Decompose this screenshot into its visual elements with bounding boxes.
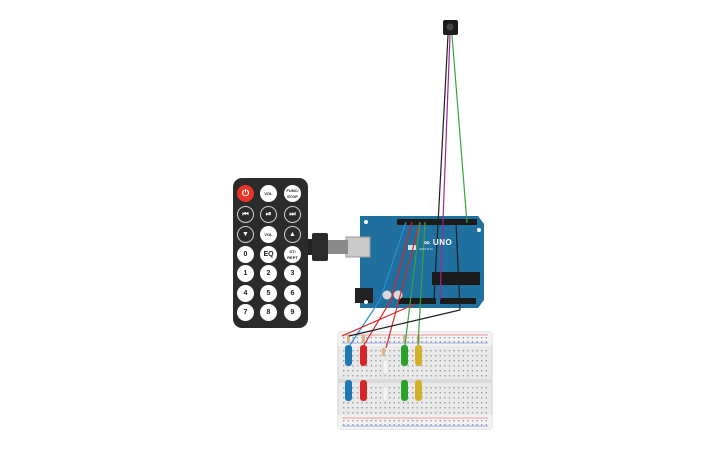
led-white-top xyxy=(382,359,389,375)
usb-cable xyxy=(306,233,348,261)
led-group[interactable] xyxy=(345,345,422,402)
remote-button-vol-down[interactable]: VOL xyxy=(260,226,277,243)
wire-green-led-2 xyxy=(417,221,426,346)
led-blue-top xyxy=(345,345,352,366)
led-blue-bottom xyxy=(345,380,352,401)
arduino-uno-board[interactable] xyxy=(345,216,484,308)
wires[interactable] xyxy=(341,34,468,349)
power-header xyxy=(398,298,436,304)
remote-button-st-rept[interactable]: ST/ REPT xyxy=(284,246,301,263)
wire-red-5v xyxy=(341,303,416,337)
arduino-brand: ARDUINO xyxy=(419,247,433,251)
arduino-logo: ∞ UNO xyxy=(424,238,453,247)
remote-button-power[interactable]: ⏻ xyxy=(237,185,254,202)
led-red-bottom xyxy=(360,380,367,401)
remote-button-two[interactable]: 2 xyxy=(260,265,277,282)
led-yellow-top xyxy=(415,345,422,366)
remote-button-zero[interactable]: 0 xyxy=(237,246,254,263)
remote-button-vol-up[interactable]: VOL xyxy=(260,185,277,202)
wire-red-led-2 xyxy=(385,221,421,349)
wire-blue-led xyxy=(349,221,407,346)
remote-button-next[interactable]: ⏭ xyxy=(284,206,301,223)
digital-header xyxy=(397,219,477,225)
remote-button-five[interactable]: 5 xyxy=(260,285,277,302)
wire-purple-ir xyxy=(439,34,451,301)
remote-button-six[interactable]: 6 xyxy=(284,285,301,302)
remote-button-up[interactable]: ▲ xyxy=(284,226,301,243)
led-yellow-bottom xyxy=(415,380,422,401)
remote-button-down[interactable]: ▼ xyxy=(237,226,254,243)
ir-receiver[interactable] xyxy=(443,20,458,35)
remote-button-eq[interactable]: EQ xyxy=(260,246,277,263)
led-green-top xyxy=(401,345,408,366)
remote-button-eight[interactable]: 8 xyxy=(260,304,277,321)
breadboard[interactable] xyxy=(337,331,493,430)
led-red-top xyxy=(360,345,367,366)
remote-button-func-stop[interactable]: FUNC/ STOP xyxy=(284,185,301,202)
wire-black-ir xyxy=(433,34,449,301)
analog-header xyxy=(440,298,476,304)
remote-button-four[interactable]: 4 xyxy=(237,285,254,302)
led-green-bottom xyxy=(401,380,408,401)
remote-button-three[interactable]: 3 xyxy=(284,265,301,282)
atmega-chip xyxy=(432,272,480,285)
wire-green-ir xyxy=(451,34,468,224)
remote-button-seven[interactable]: 7 xyxy=(237,304,254,321)
remote-button-one[interactable]: 1 xyxy=(237,265,254,282)
remote-button-nine[interactable]: 9 xyxy=(284,304,301,321)
wire-black-gnd xyxy=(348,221,461,337)
remote-button-prev[interactable]: ⏮ xyxy=(237,206,254,223)
led-white-bottom xyxy=(382,386,389,402)
wire-green-led xyxy=(404,221,421,346)
remote-button-play-pause[interactable]: ⏯ xyxy=(260,206,277,223)
